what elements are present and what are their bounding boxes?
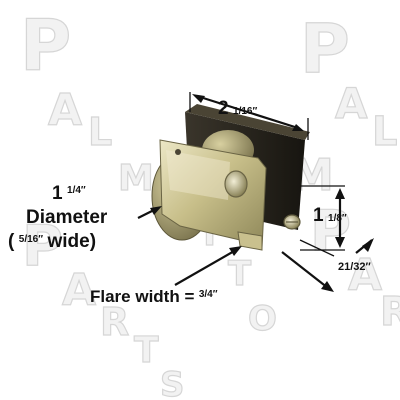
watermark-letter: A (48, 85, 82, 136)
wheel-width-open: ( (8, 231, 15, 252)
watermark-letter: T (228, 254, 252, 294)
wheel-width: ( 5/16″ wide) (8, 232, 96, 251)
flare-width-label: Flare width = (90, 287, 195, 306)
length-fraction: 1/16″ (233, 106, 258, 117)
flare-width: Flare width = 3/4″ (90, 288, 218, 306)
watermark-letter: P (310, 199, 351, 264)
watermark-letter: A (348, 250, 382, 301)
flare-tab (237, 231, 263, 251)
diameter-label: Diameter (26, 207, 108, 228)
height-whole: 1 (313, 205, 324, 226)
watermark-letter: A (335, 79, 368, 128)
width-dimension: 21/32″ (338, 261, 371, 273)
dimension-lines (137, 92, 374, 292)
plate-highlight (166, 150, 230, 200)
watermark-letter: P (22, 214, 63, 279)
watermark-letter: R (100, 300, 129, 344)
watermark-letter: A (62, 265, 96, 316)
plate-hole (175, 149, 181, 155)
watermark-letter: P (20, 5, 71, 87)
watermark-letter: M (118, 158, 154, 199)
length-dimension: 2 1/16″ (218, 99, 257, 118)
watermark-letter: O (248, 299, 277, 339)
roller-assembly (151, 104, 310, 251)
housing-top (185, 104, 310, 140)
rivet (224, 170, 248, 198)
watermark-letter: L (88, 110, 112, 154)
height-fraction: 1/8″ (328, 213, 347, 224)
diameter-fraction: 1/4″ (67, 185, 86, 196)
wheel-width-label: wide) (47, 231, 97, 252)
watermark-letter: P (300, 10, 350, 89)
height-dimension: 1 1/8″ (313, 206, 347, 225)
flare-width-fraction: 3/4″ (198, 289, 218, 300)
wheel-width-fraction: 5/16″ (18, 234, 44, 245)
watermark-letter: T (134, 330, 159, 371)
diameter-whole: 1 (52, 183, 63, 204)
watermark-letter: R (380, 289, 400, 335)
watermark-letter: L (372, 109, 398, 155)
watermark-letter: S (160, 365, 185, 400)
diameter-size: 1 1/4″ (52, 184, 86, 203)
length-whole: 2 (218, 98, 229, 119)
